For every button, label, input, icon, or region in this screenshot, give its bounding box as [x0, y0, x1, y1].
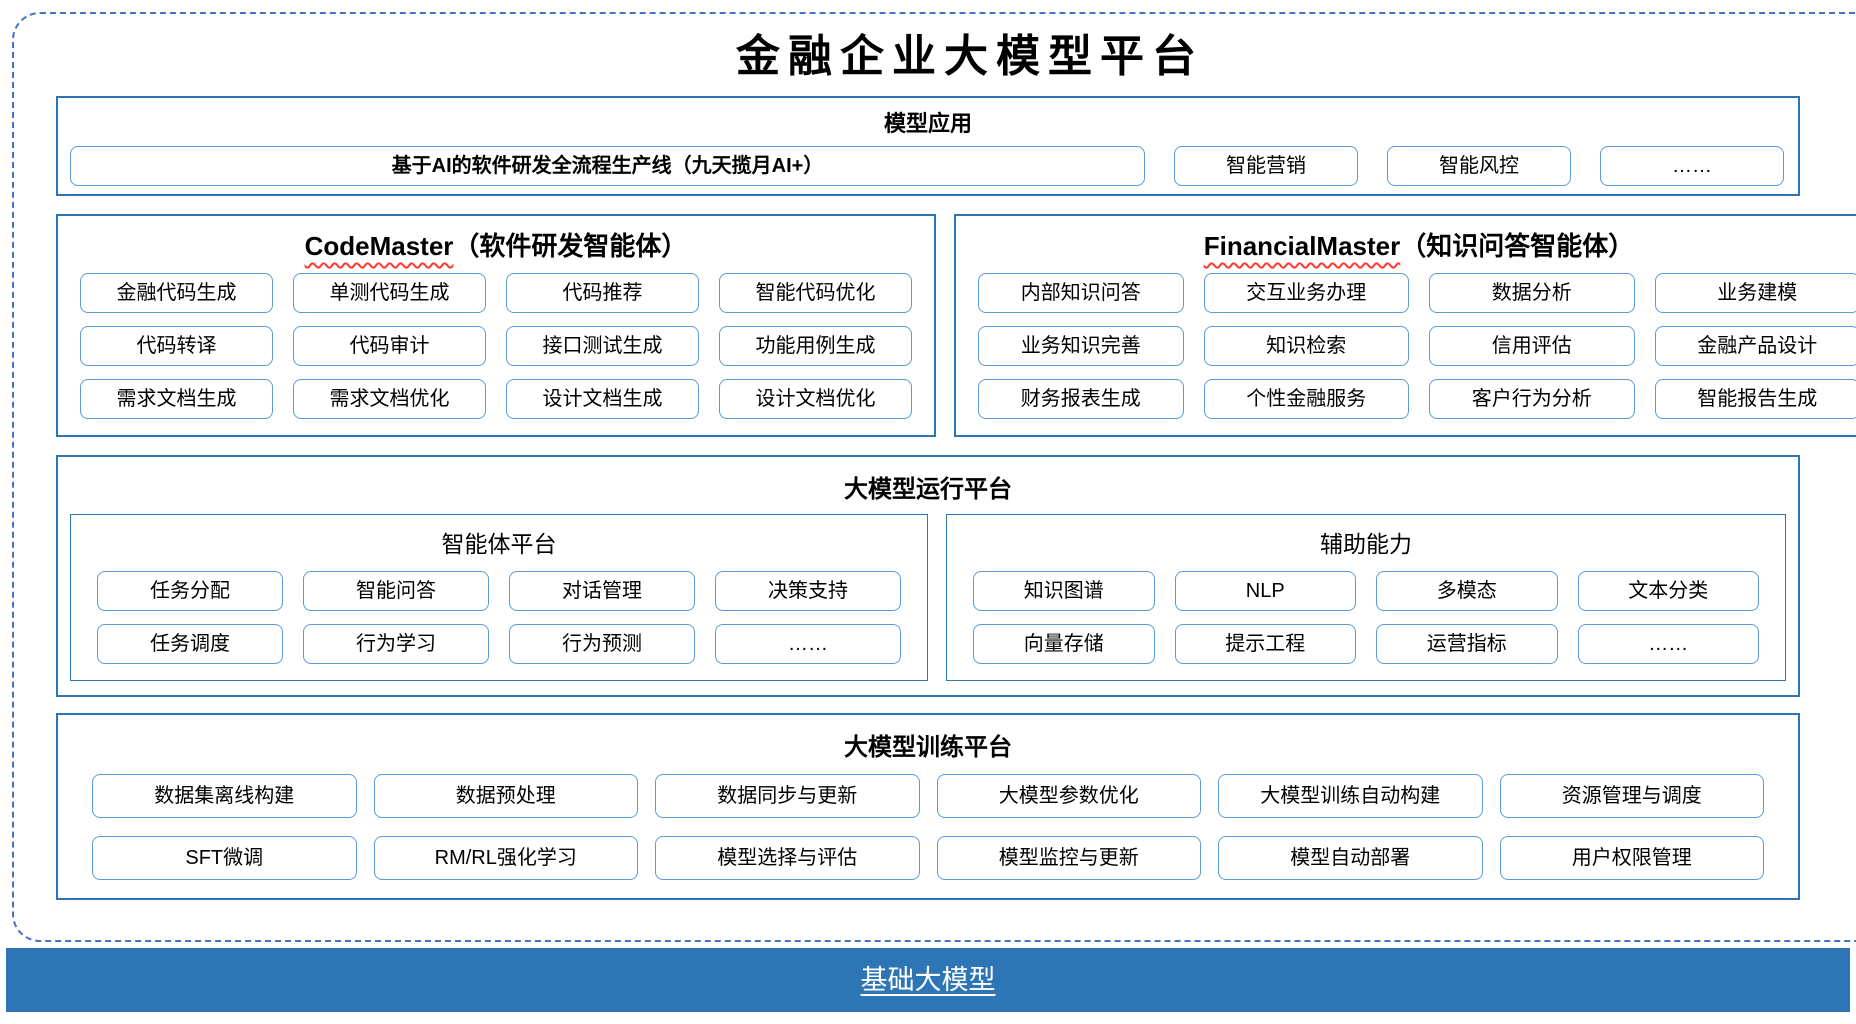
financialmaster-item: 金融产品设计	[1654, 326, 1856, 366]
aux-capability-item: 知识图谱	[973, 571, 1155, 611]
financialmaster-item: 智能报告生成	[1654, 379, 1856, 419]
model-app-item: 智能风控	[1387, 146, 1571, 186]
agent-platform-item: 任务调度	[97, 624, 283, 664]
codemaster-item: 需求文档优化	[293, 379, 486, 419]
agent-platform-item-ellipsis: ……	[715, 624, 901, 664]
financialmaster-item: 知识检索	[1203, 326, 1409, 366]
aux-capability-item: 运营指标	[1376, 624, 1558, 664]
agent-platform-item: 任务分配	[97, 571, 283, 611]
model-app-header: 模型应用	[883, 111, 972, 136]
agent-platform-item: 行为学习	[303, 624, 489, 664]
agent-platform-panel: 智能体平台 任务分配 智能问答 对话管理 决策支持 任务调度 行为学习 行为预测…	[70, 514, 928, 681]
training-item: 大模型参数优化	[936, 774, 1201, 818]
financialmaster-subtitle: （知识问答智能体）	[1400, 231, 1635, 261]
training-item: 大模型训练自动构建	[1218, 774, 1483, 818]
training-item: 资源管理与调度	[1499, 774, 1764, 818]
platform-diagram-frame: 金融企业大模型平台 模型应用 基于AI的软件研发全流程生产线（九天揽月AI+） …	[12, 12, 1856, 942]
runtime-row: 智能体平台 任务分配 智能问答 对话管理 决策支持 任务调度 行为学习 行为预测…	[70, 514, 1786, 681]
training-item: 数据同步与更新	[655, 774, 920, 818]
agent-platform-header: 智能体平台	[441, 531, 557, 557]
model-app-main-box: 基于AI的软件研发全流程生产线（九天揽月AI+）	[70, 146, 1145, 186]
financialmaster-item: 财务报表生成	[978, 379, 1184, 419]
codemaster-item: 设计文档优化	[719, 379, 912, 419]
training-section: 大模型训练平台 数据集离线构建 数据预处理 数据同步与更新 大模型参数优化 大模…	[56, 713, 1800, 900]
training-item: 模型选择与评估	[655, 836, 920, 880]
training-item: 用户权限管理	[1499, 836, 1764, 880]
codemaster-item: 智能代码优化	[719, 273, 912, 313]
runtime-section: 大模型运行平台 智能体平台 任务分配 智能问答 对话管理 决策支持 任务调度 行…	[56, 455, 1800, 697]
agent-platform-grid: 任务分配 智能问答 对话管理 决策支持 任务调度 行为学习 行为预测 ……	[97, 571, 901, 664]
codemaster-item: 代码审计	[293, 326, 486, 366]
financialmaster-item: 业务知识完善	[978, 326, 1184, 366]
codemaster-item: 功能用例生成	[719, 326, 912, 366]
foundation-model-bar: 基础大模型	[6, 948, 1850, 1012]
financialmaster-item: 数据分析	[1429, 273, 1635, 313]
training-item: RM/RL强化学习	[373, 836, 638, 880]
financialmaster-item: 个性金融服务	[1203, 379, 1409, 419]
codemaster-item: 需求文档生成	[80, 379, 273, 419]
agent-platform-item: 决策支持	[715, 571, 901, 611]
model-app-item: 智能营销	[1174, 146, 1358, 186]
foundation-model-label: 基础大模型	[860, 965, 996, 995]
agent-platform-item: 行为预测	[509, 624, 695, 664]
model-app-row: 基于AI的软件研发全流程生产线（九天揽月AI+） 智能营销 智能风控 ……	[58, 144, 1798, 186]
codemaster-item: 代码推荐	[506, 273, 699, 313]
codemaster-item: 代码转译	[80, 326, 273, 366]
training-item: 模型自动部署	[1218, 836, 1483, 880]
financialmaster-panel: FinancialMaster（知识问答智能体） 内部知识问答 交互业务办理 数…	[954, 214, 1856, 437]
codemaster-grid: 金融代码生成 单测代码生成 代码推荐 智能代码优化 代码转译 代码审计 接口测试…	[80, 273, 912, 419]
aux-capability-grid: 知识图谱 NLP 多模态 文本分类 向量存储 提示工程 运营指标 ……	[973, 571, 1759, 664]
aux-capability-item: 文本分类	[1577, 571, 1759, 611]
codemaster-subtitle: （软件研发智能体）	[453, 231, 688, 261]
training-item: 模型监控与更新	[936, 836, 1201, 880]
aux-capability-header: 辅助能力	[1320, 531, 1412, 557]
aux-capability-item: 向量存储	[973, 624, 1155, 664]
model-app-section: 模型应用 基于AI的软件研发全流程生产线（九天揽月AI+） 智能营销 智能风控 …	[56, 96, 1800, 196]
financialmaster-item: 业务建模	[1654, 273, 1856, 313]
aux-capability-item-ellipsis: ……	[1577, 624, 1759, 664]
codemaster-item: 接口测试生成	[506, 326, 699, 366]
financialmaster-header: FinancialMaster（知识问答智能体）	[978, 220, 1856, 273]
training-item: 数据集离线构建	[92, 774, 357, 818]
codemaster-item: 金融代码生成	[80, 273, 273, 313]
page-title: 金融企业大模型平台	[736, 31, 1204, 82]
agents-row: CodeMaster（软件研发智能体） 金融代码生成 单测代码生成 代码推荐 智…	[56, 214, 1856, 437]
codemaster-name: CodeMaster	[304, 231, 454, 261]
financialmaster-item: 交互业务办理	[1203, 273, 1409, 313]
model-app-item-ellipsis: ……	[1600, 146, 1784, 186]
financialmaster-item: 信用评估	[1429, 326, 1635, 366]
agent-platform-item: 对话管理	[509, 571, 695, 611]
financialmaster-item: 客户行为分析	[1429, 379, 1635, 419]
runtime-header: 大模型运行平台	[844, 476, 1012, 503]
training-item: 数据预处理	[373, 774, 638, 818]
aux-capability-panel: 辅助能力 知识图谱 NLP 多模态 文本分类 向量存储 提示工程 运营指标 ……	[946, 514, 1786, 681]
training-grid: 数据集离线构建 数据预处理 数据同步与更新 大模型参数优化 大模型训练自动构建 …	[92, 774, 1764, 880]
aux-capability-item: 提示工程	[1174, 624, 1356, 664]
codemaster-panel: CodeMaster（软件研发智能体） 金融代码生成 单测代码生成 代码推荐 智…	[56, 214, 936, 437]
financialmaster-name: FinancialMaster	[1203, 231, 1401, 261]
financialmaster-grid: 内部知识问答 交互业务办理 数据分析 业务建模 业务知识完善 知识检索 信用评估…	[978, 273, 1856, 419]
training-item: SFT微调	[92, 836, 357, 880]
aux-capability-item: NLP	[1174, 571, 1356, 611]
agent-platform-item: 智能问答	[303, 571, 489, 611]
codemaster-header: CodeMaster（软件研发智能体）	[80, 220, 912, 273]
aux-capability-item: 多模态	[1376, 571, 1558, 611]
financialmaster-item: 内部知识问答	[978, 273, 1184, 313]
codemaster-item: 单测代码生成	[293, 273, 486, 313]
codemaster-item: 设计文档生成	[506, 379, 699, 419]
training-header: 大模型训练平台	[844, 734, 1012, 761]
